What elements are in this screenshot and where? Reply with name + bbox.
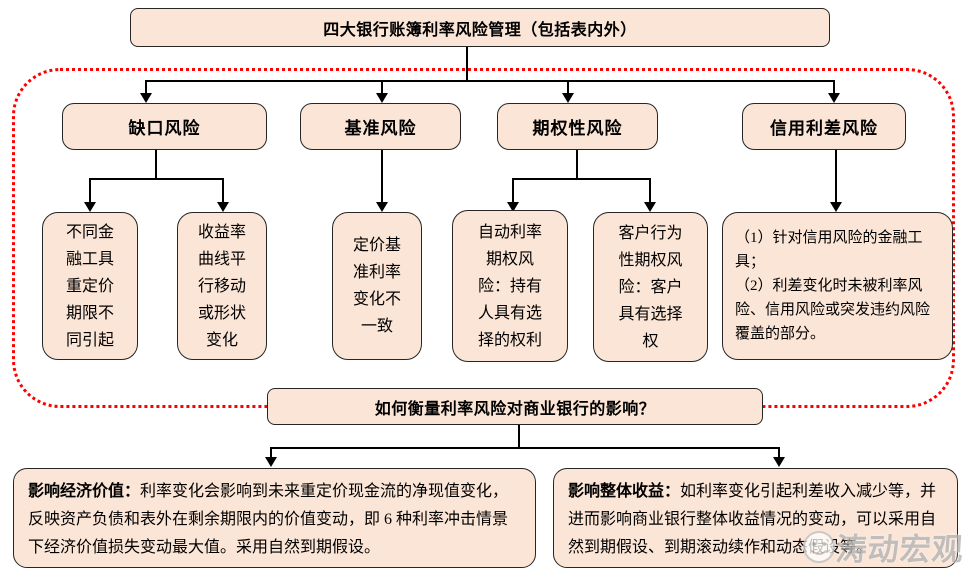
impact-body-text: 利率变化会影响到未来重定价现金流的净现值变化，反映资产负债和表外在剩余期限内的价… (28, 483, 509, 556)
detail-text: 不同金融工具重定价期限不同引起 (65, 223, 114, 349)
detail-text: 客户行为性期权风险：客户具有选择权 (618, 224, 683, 350)
detail-box-gap-1: 不同金融工具重定价期限不同引起 (42, 212, 138, 360)
connector-line (222, 178, 224, 203)
category-label: 期权性风险 (532, 119, 623, 138)
arrow-down-icon (828, 93, 840, 103)
impact-lead-text: 影响整体收益： (568, 483, 681, 500)
title-text: 四大银行账簿利率风险管理（包括表内外） (323, 21, 637, 39)
detail-text: （1）针对信用风险的金融工具； (735, 230, 923, 270)
connector-line (512, 178, 651, 180)
detail-text-group: （1）针对信用风险的金融工具； （2）利差变化时未被利率风险、信用风险或突发违约… (735, 219, 940, 353)
category-box-credit-spread-risk: 信用利差风险 (742, 103, 906, 150)
arrow-down-icon (265, 457, 277, 467)
detail-box-basis-1: 定价基准利率变化不一致 (332, 212, 422, 360)
connector-line (145, 80, 147, 95)
arrow-down-icon (562, 93, 574, 103)
connector-line (146, 80, 835, 82)
impact-body-text: 如利率变化引起利差收入减少等，并进而影响商业银行整体收益情况的变动，可以采用自然… (568, 483, 937, 556)
connector-line (518, 425, 520, 448)
arrow-down-icon (84, 202, 96, 212)
connector-line (833, 80, 835, 95)
detail-text: 收益率曲线平行移动或形状变化 (197, 223, 246, 349)
arrow-down-icon (644, 202, 656, 212)
detail-box-gap-2: 收益率曲线平行移动或形状变化 (177, 212, 267, 360)
impact-box-overall-earnings: 影响整体收益：如利率变化引起利差收入减少等，并进而影响商业银行整体收益情况的变动… (553, 468, 958, 568)
connector-line (155, 150, 157, 178)
detail-box-option-2: 客户行为性期权风险：客户具有选择权 (593, 212, 708, 362)
category-label: 缺口风险 (128, 119, 201, 138)
connector-line (89, 178, 224, 180)
impact-lead-text: 影响经济价值： (28, 483, 141, 500)
connector-line (778, 447, 780, 459)
category-label: 基准风险 (344, 119, 417, 138)
question-box: 如何衡量利率风险对商业银行的影响？ (267, 388, 763, 425)
connector-line (270, 447, 272, 459)
detail-text: （2）利差变化时未被利率风险、信用风险或突发违约风险覆盖的部分。 (735, 278, 931, 342)
arrow-down-icon (376, 93, 388, 103)
category-box-gap-risk: 缺口风险 (62, 103, 267, 150)
arrow-down-icon (773, 457, 785, 467)
connector-line (270, 447, 780, 449)
detail-box-option-1: 自动利率期权风险：持有人具有选择的权利 (452, 210, 568, 362)
detail-text: 定价基准利率变化不一致 (352, 237, 401, 335)
impact-box-economic-value: 影响经济价值：利率变化会影响到未来重定价现金流的净现值变化，反映资产负债和表外在… (13, 468, 536, 568)
connector-line (567, 80, 569, 95)
arrow-down-icon (140, 93, 152, 103)
question-text: 如何衡量利率风险对商业银行的影响？ (374, 400, 656, 418)
detail-box-credit-spread: （1）针对信用风险的金融工具； （2）利差变化时未被利率风险、信用风险或突发违约… (722, 212, 953, 360)
category-box-basis-risk: 基准风险 (300, 103, 461, 150)
arrow-down-icon (217, 202, 229, 212)
arrow-down-icon (507, 202, 519, 212)
connector-line (835, 150, 837, 203)
detail-text: 自动利率期权风险：持有人具有选择的权利 (477, 223, 542, 349)
category-label: 信用利差风险 (770, 119, 878, 138)
title-box: 四大银行账簿利率风险管理（包括表内外） (130, 8, 830, 47)
category-box-option-risk: 期权性风险 (497, 103, 658, 150)
connector-line (381, 150, 383, 203)
connector-line (512, 178, 514, 203)
connector-line (466, 47, 468, 80)
connector-line (381, 80, 383, 95)
arrow-down-icon (376, 202, 388, 212)
connector-line (89, 178, 91, 203)
arrow-down-icon (830, 202, 842, 212)
connector-line (649, 178, 651, 203)
connector-line (576, 150, 578, 178)
